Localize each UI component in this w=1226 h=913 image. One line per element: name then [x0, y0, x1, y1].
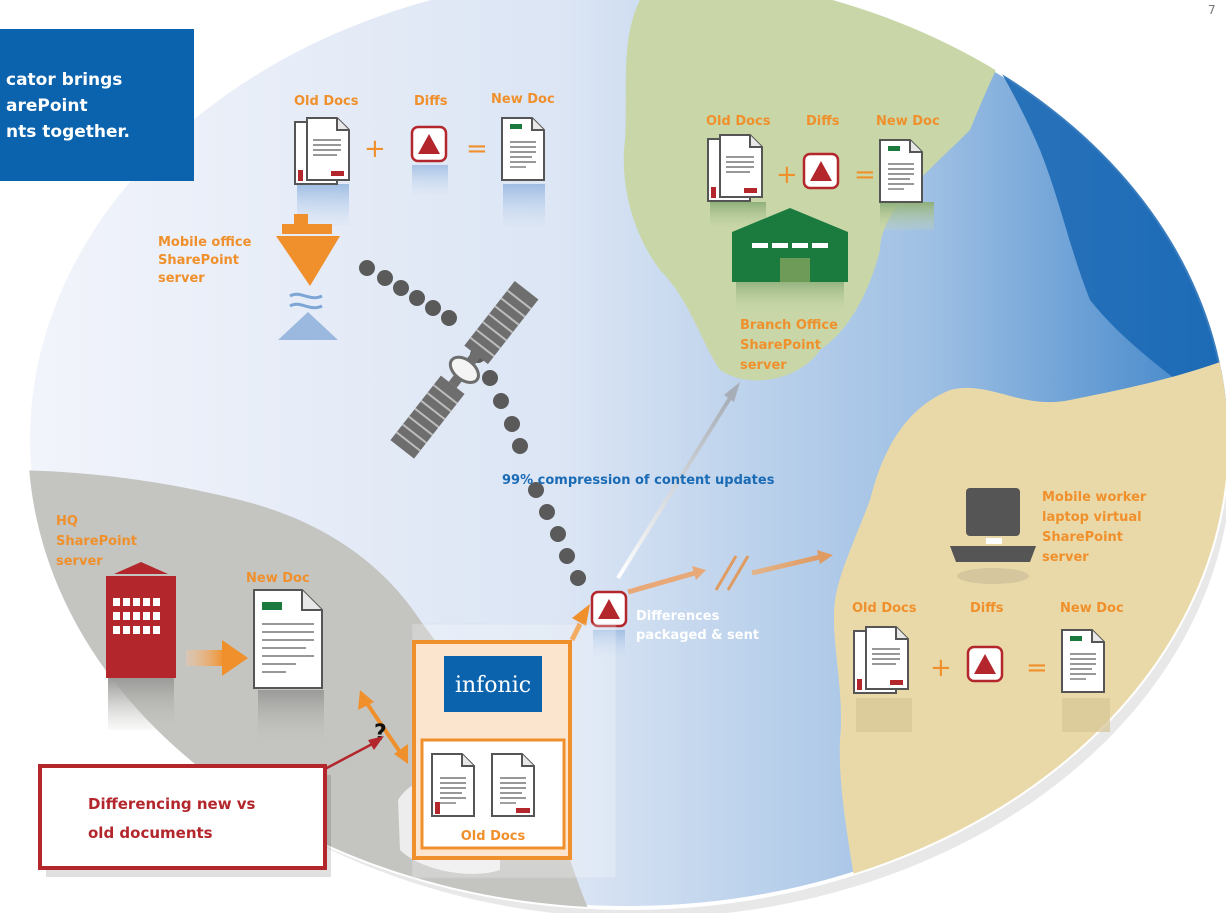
worker-plus-sign: + [930, 653, 952, 683]
worker-diff-icon [966, 645, 1004, 683]
worker-label-diffs: Diffs [970, 601, 1004, 616]
branch-office-line-1: Branch Office [740, 318, 838, 333]
land-branch-office [623, 0, 1030, 381]
branch-office-doc-group: Old Docs Diffs New Doc + = [706, 114, 940, 230]
stored-old-doc-2-icon [491, 753, 535, 817]
new-doc-icon [501, 117, 545, 181]
branch-office-line-3: server [740, 358, 787, 373]
mobile-worker-line-1: Mobile worker [1042, 490, 1147, 505]
diff-icon [410, 125, 448, 163]
branch-building-icon [732, 208, 848, 312]
branch-diff-icon [802, 152, 840, 190]
ship-icon [276, 214, 340, 340]
hq-line-1: HQ [56, 514, 78, 529]
branch-label-new-doc: New Doc [876, 114, 940, 129]
differences-line-1: Differences [636, 609, 720, 624]
mobile-worker-line-2: laptop virtual [1042, 510, 1142, 525]
differencing-line-2: old documents [88, 824, 213, 842]
branch-label-old-docs: Old Docs [706, 114, 771, 129]
title-line-2: arePoint [6, 96, 88, 116]
worker-equals-sign: = [1026, 653, 1048, 683]
branch-office-line-2: SharePoint [740, 338, 821, 353]
branch-new-doc-icon [879, 139, 923, 203]
hq-new-doc-icon [253, 589, 324, 744]
hq-label-new-doc: New Doc [246, 571, 310, 586]
signal-dots [359, 260, 586, 586]
arrow-hq-to-new-doc [186, 640, 248, 676]
hq-line-2: SharePoint [56, 534, 137, 549]
mobile-office-line-3: server [158, 271, 205, 286]
worker-new-doc-icon [1061, 629, 1105, 693]
stored-old-docs-label: Old Docs [461, 829, 526, 844]
mobile-office-line-1: Mobile office [158, 235, 252, 250]
arrow-to-mobile-worker [627, 550, 833, 595]
differencing-line-1: Differencing new vs [88, 795, 256, 813]
infonic-logo [444, 656, 542, 712]
worker-label-new-doc: New Doc [1060, 601, 1124, 616]
arrow-to-differences [572, 604, 590, 626]
title-line-1: cator brings [6, 70, 122, 90]
branch-plus-sign: + [776, 160, 798, 190]
branch-label-diffs: Diffs [806, 114, 840, 129]
hq-line-3: server [56, 554, 103, 569]
plus-sign: + [364, 134, 386, 164]
infonic-logo-text: infonic [455, 673, 531, 698]
branch-old-docs-icon [707, 134, 763, 202]
page-number: 7 [1208, 3, 1216, 17]
hq-building-icon [106, 562, 176, 730]
old-docs-icon [294, 117, 350, 185]
satellite-icon [390, 281, 539, 459]
worker-label-old-docs: Old Docs [852, 601, 917, 616]
mobile-office-line-2: SharePoint [158, 253, 239, 268]
laptop-icon [950, 488, 1036, 584]
mobile-office-doc-group: Old Docs Diffs New Doc + = [294, 92, 555, 226]
title-line-3: nts together. [6, 122, 130, 142]
mobile-worker-doc-group: Old Docs Diffs New Doc + = [852, 601, 1124, 732]
compression-label: 99% compression of content updates [502, 473, 775, 488]
differences-diff-icon [590, 590, 628, 628]
differencing-callout: Differencing new vs old documents [38, 736, 384, 877]
arrow-to-branch [616, 382, 740, 580]
label-diffs: Diffs [414, 94, 448, 109]
mobile-worker-line-4: server [1042, 550, 1089, 565]
equals-sign: = [466, 134, 488, 164]
branch-equals-sign: = [854, 160, 876, 190]
compare-arrow [358, 690, 408, 764]
title-box [0, 29, 194, 181]
mobile-worker-line-3: SharePoint [1042, 530, 1123, 545]
label-old-docs: Old Docs [294, 94, 359, 109]
infonic-server-box: infonic Old Docs [411, 623, 617, 879]
differences-line-2: packaged & sent [636, 628, 759, 643]
worker-old-docs-icon [853, 626, 909, 694]
label-new-doc: New Doc [491, 92, 555, 107]
